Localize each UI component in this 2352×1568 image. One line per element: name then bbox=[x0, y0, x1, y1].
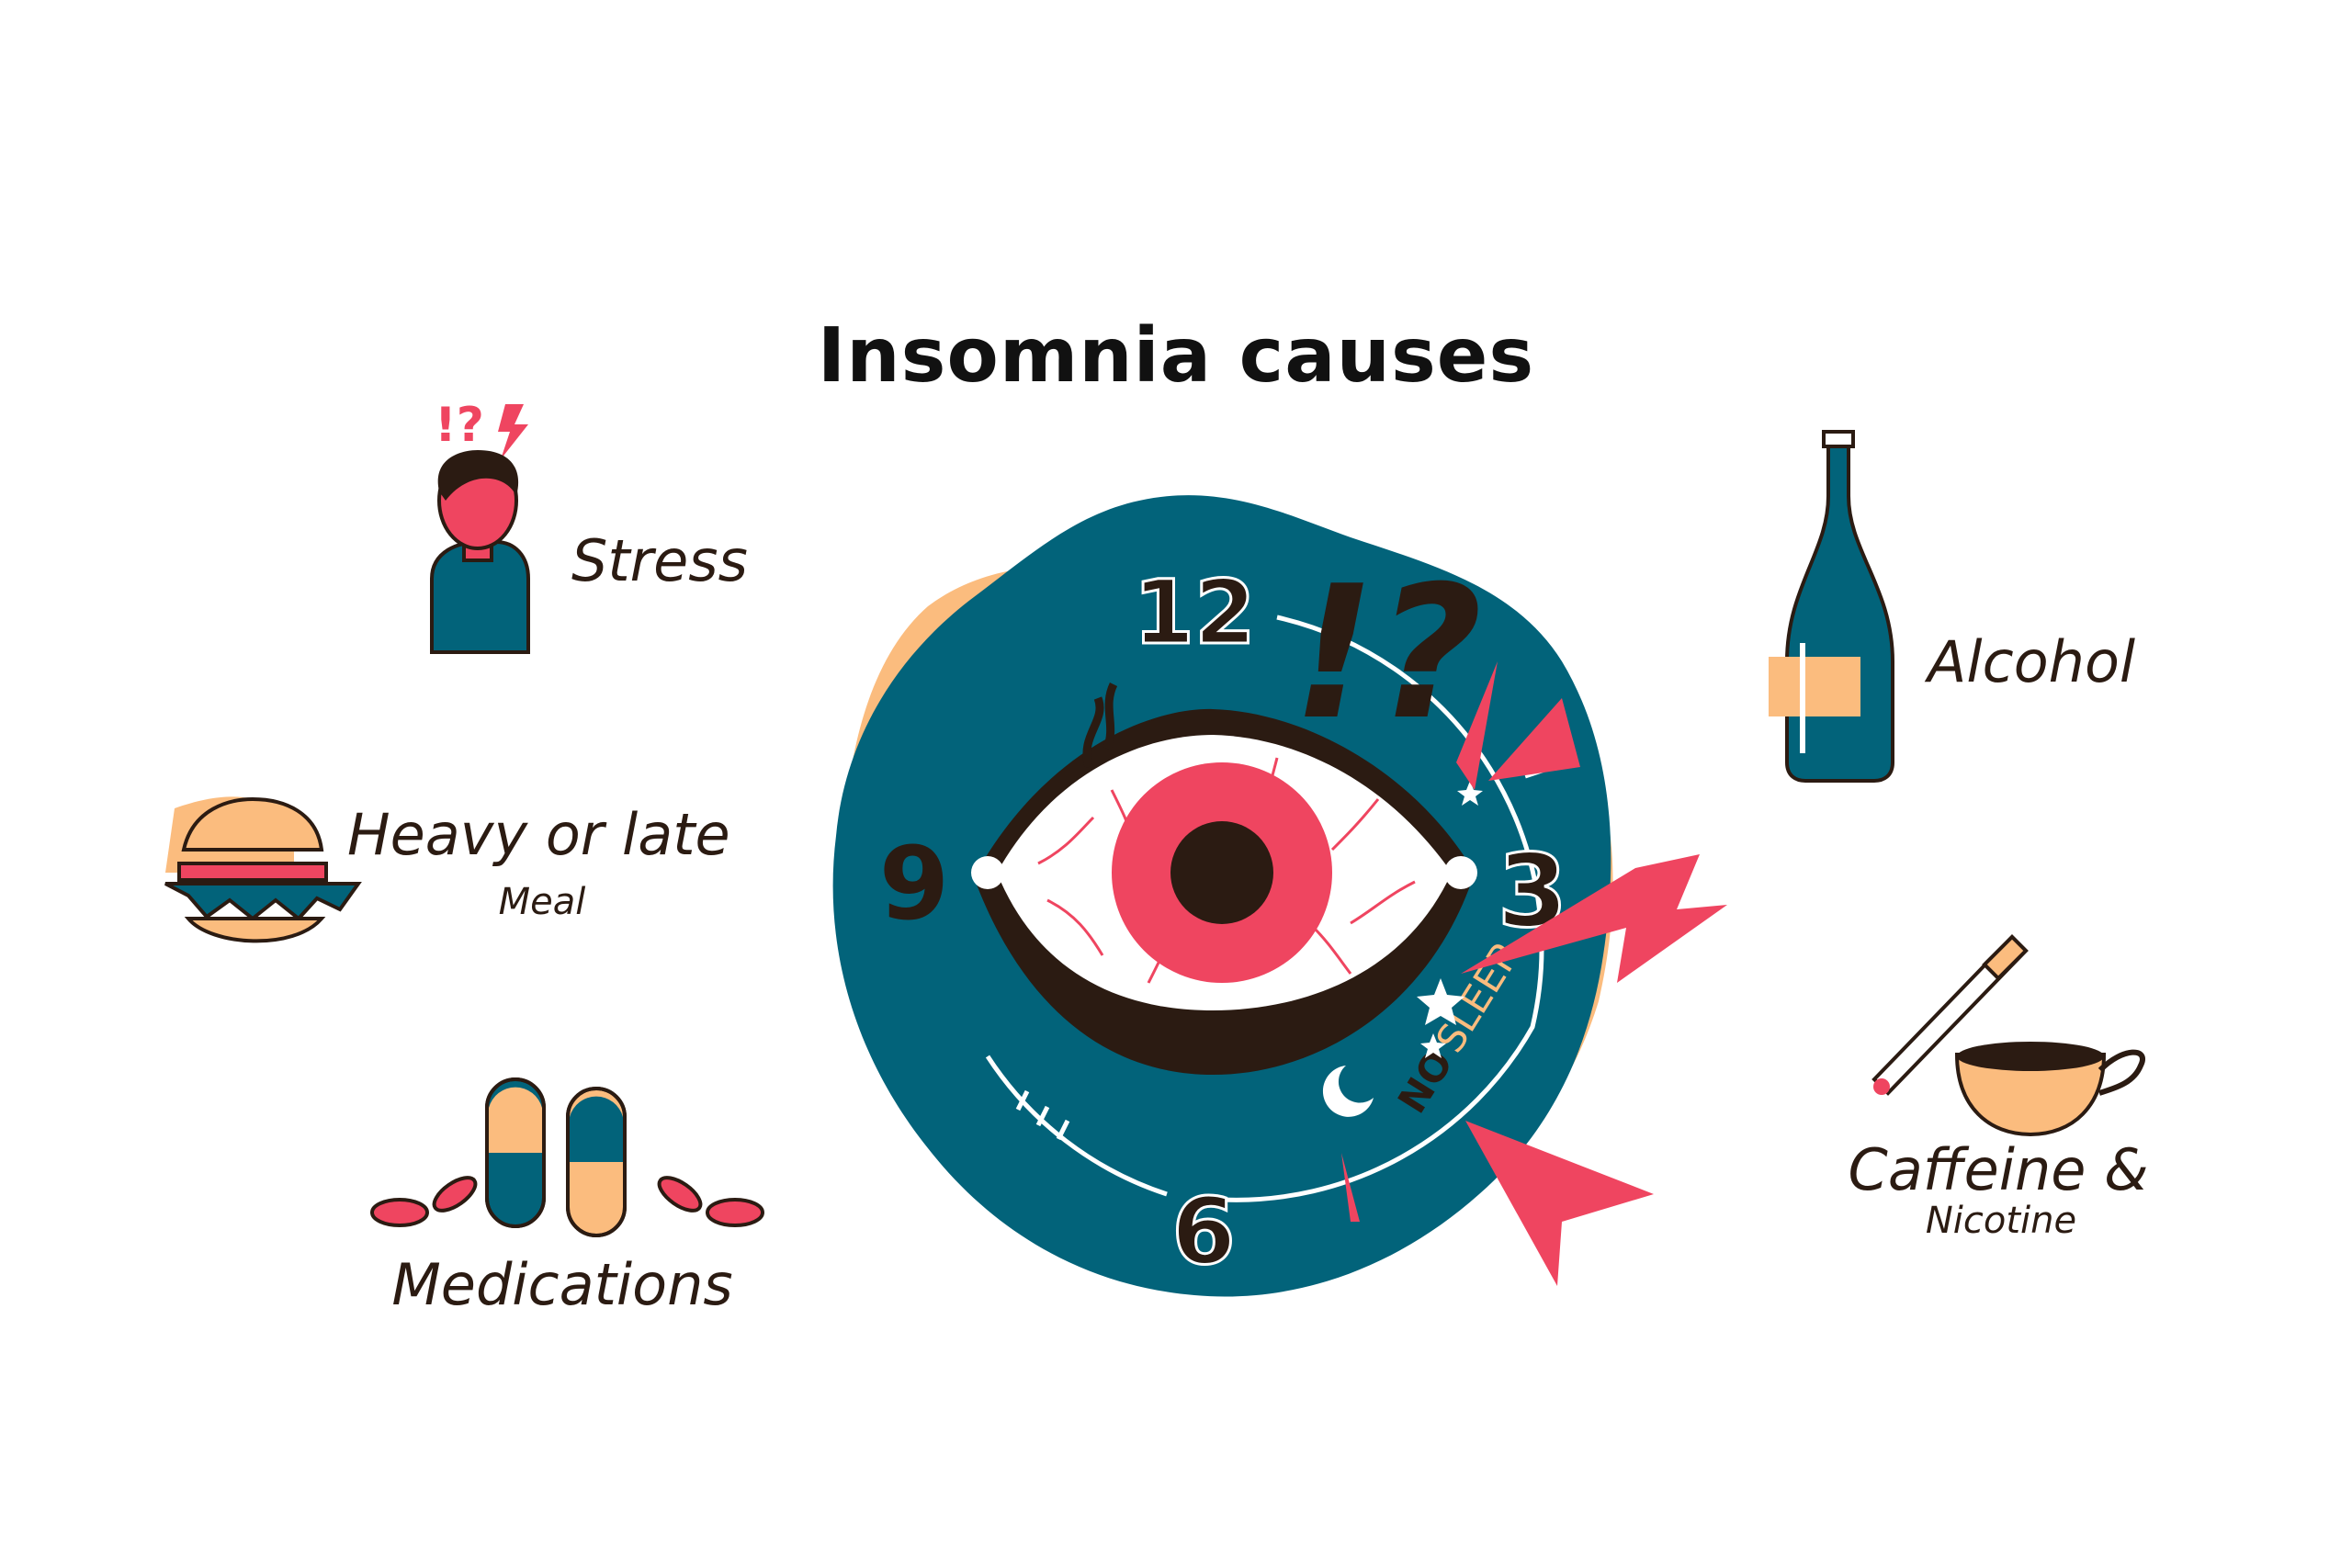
stress-label: Stress bbox=[571, 527, 748, 594]
eyelash-curls bbox=[1082, 682, 1118, 769]
clock-dial-arc bbox=[1221, 615, 1544, 1202]
moon-icon bbox=[1322, 1066, 1374, 1117]
caffeine-label: Caffeine & bbox=[1849, 1136, 2149, 1203]
caffeine-sublabel: Nicotine bbox=[1926, 1200, 2076, 1242]
sleepless-eye-clock-icon: 12 3 6 9 !? NO SLEEP bbox=[832, 495, 1727, 1297]
medications-label: Medications bbox=[391, 1251, 732, 1318]
pills-icon bbox=[370, 1077, 764, 1237]
lightning-icon bbox=[498, 404, 528, 459]
stress-marks: !? bbox=[435, 398, 484, 453]
page-title: Insomnia causes bbox=[817, 312, 1535, 400]
clock-number-9: 9 bbox=[879, 825, 950, 942]
star-icon bbox=[1420, 1033, 1446, 1058]
burger-icon bbox=[164, 796, 362, 943]
coffee-cigarette-icon bbox=[1871, 934, 2145, 1137]
clock-exclaim-mark: !? bbox=[1292, 547, 1482, 761]
stressed-person-icon: !? bbox=[430, 398, 530, 654]
clock-dial-arc-left bbox=[985, 1055, 1168, 1197]
star-icon bbox=[1417, 978, 1464, 1025]
alcohol-label: Alcohol bbox=[1924, 628, 2135, 695]
star-icon bbox=[1457, 781, 1483, 806]
meal-sublabel: Meal bbox=[499, 881, 586, 923]
red-spike-icon bbox=[1456, 661, 1498, 790]
red-arrow-icon bbox=[1488, 698, 1580, 781]
cursor-arrow-icon bbox=[1465, 1121, 1654, 1286]
clock-number-12: 12 bbox=[1133, 561, 1256, 664]
wine-bottle-icon bbox=[1769, 430, 1894, 783]
clock-number-6: 6 bbox=[1171, 1178, 1236, 1285]
lightning-bolt-icon bbox=[1461, 854, 1727, 983]
pupil bbox=[1170, 821, 1273, 924]
meal-label: Heavy or late bbox=[347, 801, 730, 868]
red-dash-icon bbox=[1341, 1153, 1360, 1222]
